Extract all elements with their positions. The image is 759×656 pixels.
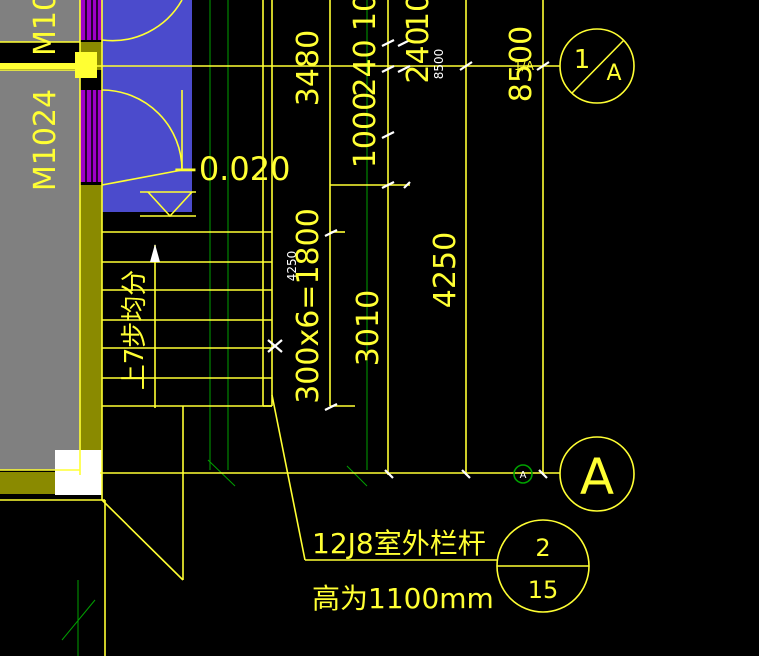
axis-A-label: A bbox=[580, 448, 614, 506]
corner-column bbox=[55, 450, 102, 495]
detail-number-top: 2 bbox=[535, 534, 550, 562]
railing-note-line1: 12J8室外栏杆 bbox=[312, 527, 486, 560]
axis-1A-tag: 1/A bbox=[514, 59, 535, 73]
dim-10-right: 10 bbox=[401, 0, 436, 31]
axis-A-small-label: A bbox=[520, 470, 527, 481]
dim-4250: 4250 bbox=[428, 232, 463, 308]
dim-3010: 3010 bbox=[351, 290, 386, 366]
stair-direction-arrow bbox=[150, 244, 160, 262]
railing-note-line2: 高为1100mm bbox=[312, 582, 494, 615]
wall-strip-right bbox=[80, 185, 102, 475]
dimension-ticks bbox=[267, 39, 550, 479]
door-leaves bbox=[80, 0, 102, 182]
dim-1000: 1000 bbox=[348, 92, 383, 168]
axis-marker-bar bbox=[0, 63, 80, 69]
axis-1A-numerator: 1 bbox=[574, 45, 591, 75]
dim-8500: 8500 bbox=[504, 26, 539, 102]
dim-3480: 3480 bbox=[291, 30, 326, 106]
dim-stairs: 300x6=1800 bbox=[291, 208, 326, 404]
room-wall-fill-top bbox=[0, 0, 80, 42]
small-dim-4250: 4250 bbox=[285, 251, 299, 282]
dim-240-left: 240 bbox=[348, 39, 383, 96]
door-label-main: M1024 bbox=[28, 89, 63, 191]
axis-1A-denominator: A bbox=[606, 61, 621, 86]
dim-240-right: 240 bbox=[401, 26, 436, 83]
elevation-label: −0.020 bbox=[172, 150, 290, 188]
door-leaf-hatch bbox=[85, 0, 98, 182]
yellow-linework bbox=[0, 0, 635, 656]
door-label-top: M10 bbox=[28, 0, 63, 56]
detail-number-bottom: 15 bbox=[528, 576, 559, 604]
stair-note: 上7步均分 bbox=[120, 270, 150, 391]
room-wall-fill bbox=[0, 70, 80, 470]
dim-10-left: 10 bbox=[348, 0, 383, 31]
axis-marker-block bbox=[75, 52, 97, 78]
small-dim-8500: 8500 bbox=[432, 49, 446, 80]
